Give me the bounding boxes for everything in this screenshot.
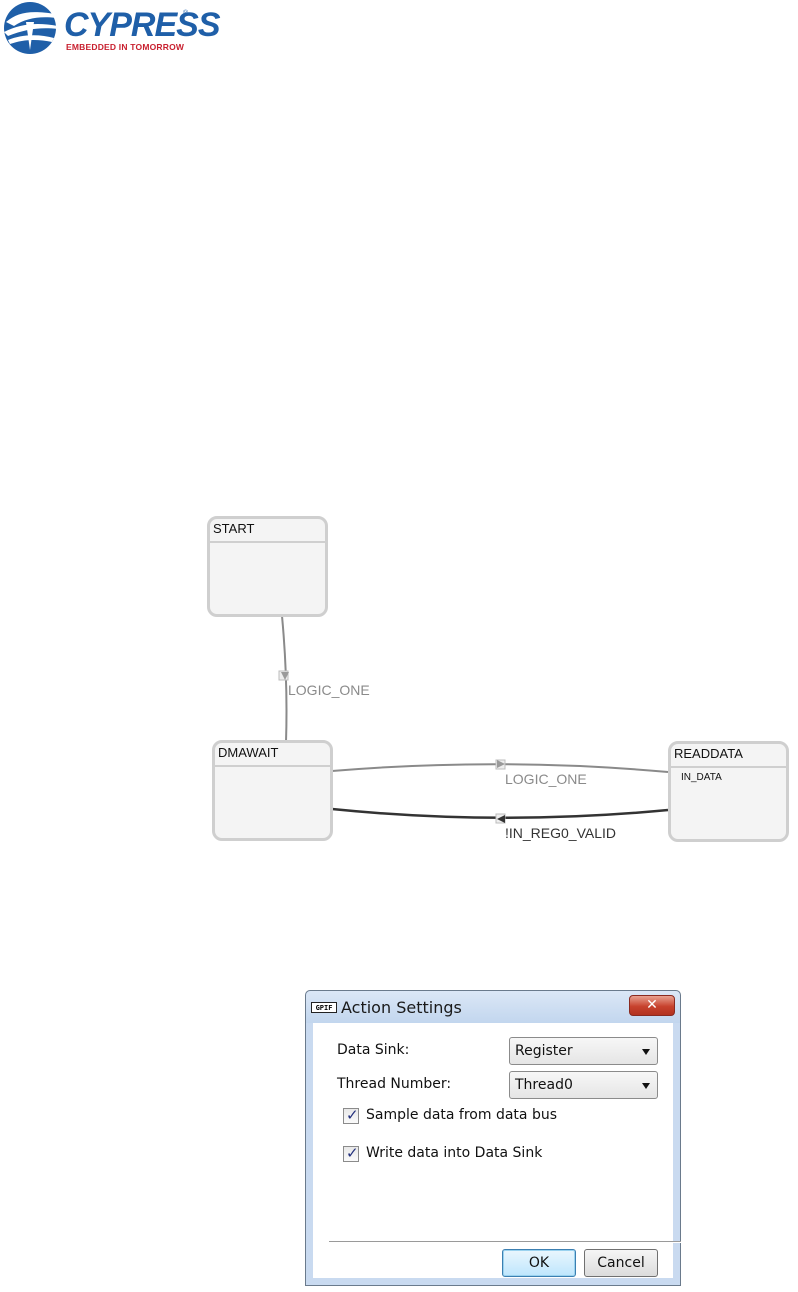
state-dmawait[interactable]: DMAWAIT <box>212 740 333 841</box>
dialog-body: Data Sink: Register Thread Number: Threa… <box>313 1023 681 1278</box>
dialog-title: Action Settings <box>341 998 462 1017</box>
arrow-head <box>281 672 289 680</box>
logo-tagline: EMBEDDED IN TOMORROW <box>66 42 185 52</box>
gpif-icon: GPIF <box>311 1002 337 1013</box>
data-sink-value: Register <box>515 1043 573 1059</box>
write-data-checkbox[interactable]: ✓ <box>343 1144 359 1162</box>
dialog-titlebar[interactable]: GPIF Action Settings ✕ <box>306 991 680 1023</box>
state-title: DMAWAIT <box>215 743 330 767</box>
thread-number-select[interactable]: Thread0 <box>509 1071 658 1099</box>
chevron-down-icon <box>642 1083 650 1089</box>
transition-label: LOGIC_ONE <box>288 682 370 698</box>
sample-data-label: Sample data from data bus <box>366 1107 557 1123</box>
close-icon: ✕ <box>646 997 658 1013</box>
tree-icon <box>4 2 58 54</box>
ok-button[interactable]: OK <box>502 1249 576 1277</box>
data-sink-select[interactable]: Register <box>509 1037 658 1065</box>
thread-number-label: Thread Number: <box>337 1076 452 1092</box>
close-button[interactable]: ✕ <box>629 995 675 1016</box>
transition-lines <box>278 615 669 824</box>
logo-wordmark: CYPRESS <box>64 6 220 44</box>
transition-label: !IN_REG0_VALID <box>505 825 617 841</box>
cypress-logo: CYPRESS ® EMBEDDED IN TOMORROW <box>0 0 220 60</box>
sample-data-checkbox[interactable]: ✓ <box>343 1106 359 1124</box>
divider <box>329 1241 681 1243</box>
checkmark-icon: ✓ <box>346 1144 359 1162</box>
write-data-label: Write data into Data Sink <box>366 1145 543 1161</box>
action-settings-dialog: GPIF Action Settings ✕ Data Sink: Regist… <box>305 990 681 1286</box>
checkmark-icon: ✓ <box>346 1106 359 1124</box>
arrow-head <box>497 760 505 768</box>
thread-number-value: Thread0 <box>515 1077 573 1093</box>
cancel-button[interactable]: Cancel <box>584 1249 658 1277</box>
transition-label: LOGIC_ONE <box>505 771 587 787</box>
registered-mark: ® <box>183 10 189 17</box>
state-action: IN_DATA <box>681 772 722 783</box>
state-readdata[interactable]: READDATA IN_DATA <box>668 741 789 842</box>
state-title: READDATA <box>671 744 786 768</box>
state-title: START <box>210 519 325 543</box>
data-sink-label: Data Sink: <box>337 1042 410 1058</box>
chevron-down-icon <box>642 1049 650 1055</box>
state-start[interactable]: START <box>207 516 328 617</box>
arrow-head <box>497 815 505 823</box>
